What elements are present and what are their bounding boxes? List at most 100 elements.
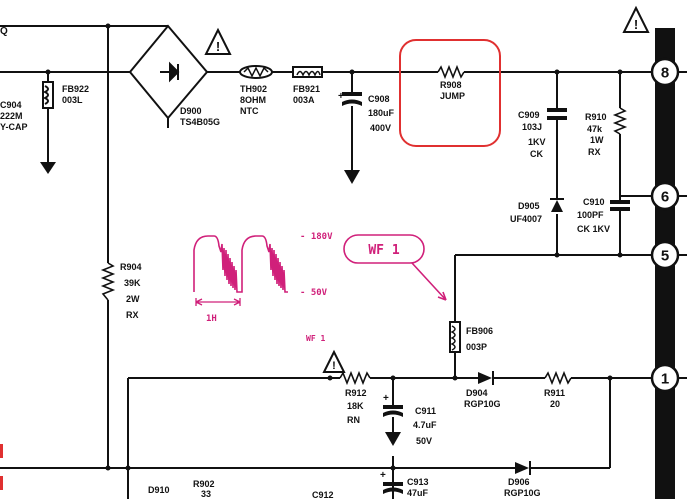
junction-dot [390, 375, 396, 381]
warning-icon: ! [622, 5, 650, 33]
junction-dot [607, 375, 613, 381]
label-c909-type: CK [530, 149, 543, 159]
label-d906: D906 [508, 477, 530, 487]
junction-dot [390, 465, 396, 471]
label-c908-val: 180uF [368, 108, 395, 118]
wf-callout-box [343, 234, 425, 264]
label-r908: R908 [440, 80, 462, 90]
label-fb906-val: 003P [466, 342, 487, 352]
junction-dot [349, 69, 355, 75]
label-c913: C913 [407, 477, 429, 487]
svg-text:!: ! [634, 17, 638, 32]
label-r912-val: 18K [347, 401, 364, 411]
label-th902-val: 8OHM [240, 95, 266, 105]
waveform-period-arrow [195, 298, 241, 306]
label-c909: C909 [518, 110, 540, 120]
resistor-r904 [100, 262, 116, 301]
svg-text:+: + [338, 91, 344, 102]
wire-pin-stubs [675, 71, 687, 379]
label-r902-val: 33 [201, 489, 211, 499]
waveform-period-label: 1H [206, 314, 217, 324]
ferrite-fb921 [292, 66, 323, 78]
svg-text:5: 5 [661, 248, 669, 265]
junction-dot [452, 375, 458, 381]
label-r908-val: JUMP [440, 91, 465, 101]
label-th902: TH902 [240, 84, 267, 94]
label-r910: R910 [585, 112, 607, 122]
label-d905-val: UF4007 [510, 214, 542, 224]
wf-callout-label: WF 1 [368, 243, 399, 258]
label-r904: R904 [120, 262, 142, 272]
label-d900: D900 [180, 106, 202, 116]
label-c911-val: 4.7uF [413, 420, 437, 430]
label-c904: C904 [0, 100, 22, 110]
label-r910-watt: 1W [590, 135, 604, 145]
label-r910-type: RX [588, 147, 601, 157]
label-fb906: FB906 [466, 326, 493, 336]
thermistor-th902 [239, 65, 273, 79]
label-r902: R902 [193, 479, 215, 489]
label-c908: C908 [368, 94, 390, 104]
label-d910: D910 [148, 485, 170, 495]
diode-d904 [478, 371, 494, 385]
svg-text:1: 1 [661, 371, 669, 388]
label-d904: D904 [466, 388, 488, 398]
pin-8: 8 [650, 57, 680, 87]
highlight-box [399, 39, 501, 147]
svg-text:!: ! [332, 360, 336, 372]
label-r912-type: RN [347, 415, 360, 425]
label-c910-val: 100PF [577, 210, 604, 220]
label-c904-val: 222M [0, 111, 23, 121]
svg-text:+: + [380, 470, 386, 481]
waveform-wf1: - 180V - 50V 1H WF 1 WF 1 [193, 232, 447, 343]
label-c904-type: Y-CAP [0, 122, 28, 132]
capacitor-c908: + [338, 91, 362, 184]
junction-dot [105, 23, 111, 29]
fragment-label: Q [0, 26, 8, 37]
pin-1: 1 [650, 363, 680, 393]
label-th902-type: NTC [240, 106, 259, 116]
label-d900-val: TS4B05G [180, 117, 220, 127]
label-r910-val: 47k [587, 124, 603, 134]
waveform-low-label: - 50V [300, 288, 328, 298]
label-d905: D905 [518, 201, 540, 211]
junction-dot [554, 69, 560, 75]
bridge-rectifier-d900 [128, 24, 209, 120]
junction-dot [327, 375, 333, 381]
svg-text:!: ! [216, 39, 220, 54]
junction-dot [105, 465, 111, 471]
wf-callout-arrow [411, 262, 447, 301]
label-c910-type: CK 1KV [577, 224, 610, 234]
label-c910: C910 [583, 197, 605, 207]
label-r912: R912 [345, 388, 367, 398]
ferrite-fb906 [449, 321, 461, 353]
label-r904-type: RX [126, 310, 139, 320]
edge-marks [0, 444, 3, 490]
junction-dot [554, 252, 560, 258]
junction-dot [617, 252, 623, 258]
warning-icon: ! [204, 27, 232, 55]
svg-text:+: + [383, 393, 389, 404]
waveform-high-label: - 180V [300, 232, 333, 242]
diode-d906 [515, 461, 531, 475]
capacitor-c910 [610, 200, 630, 211]
resistor-r910 [612, 107, 628, 135]
label-fb922-val: 003L [62, 95, 83, 105]
label-c912: C912 [312, 490, 334, 499]
svg-text:8: 8 [661, 65, 669, 82]
junction-dot [125, 465, 131, 471]
capacitor-c909 [547, 108, 567, 120]
component-labels: Q C904 222M Y-CAP FB922 003L D900 TS4B05… [0, 26, 610, 499]
label-d906-val: RGP10G [504, 488, 541, 498]
ground-icon [40, 162, 56, 174]
label-fb922: FB922 [62, 84, 89, 94]
junction-dot [617, 69, 623, 75]
label-c909-val: 103J [522, 122, 542, 132]
capacitor-c913: + [380, 470, 403, 494]
pin-5: 5 [650, 240, 680, 270]
junction-dot [45, 69, 51, 75]
warning-icon: ! [322, 349, 346, 373]
label-fb921: FB921 [293, 84, 320, 94]
label-r911: R911 [544, 388, 565, 398]
